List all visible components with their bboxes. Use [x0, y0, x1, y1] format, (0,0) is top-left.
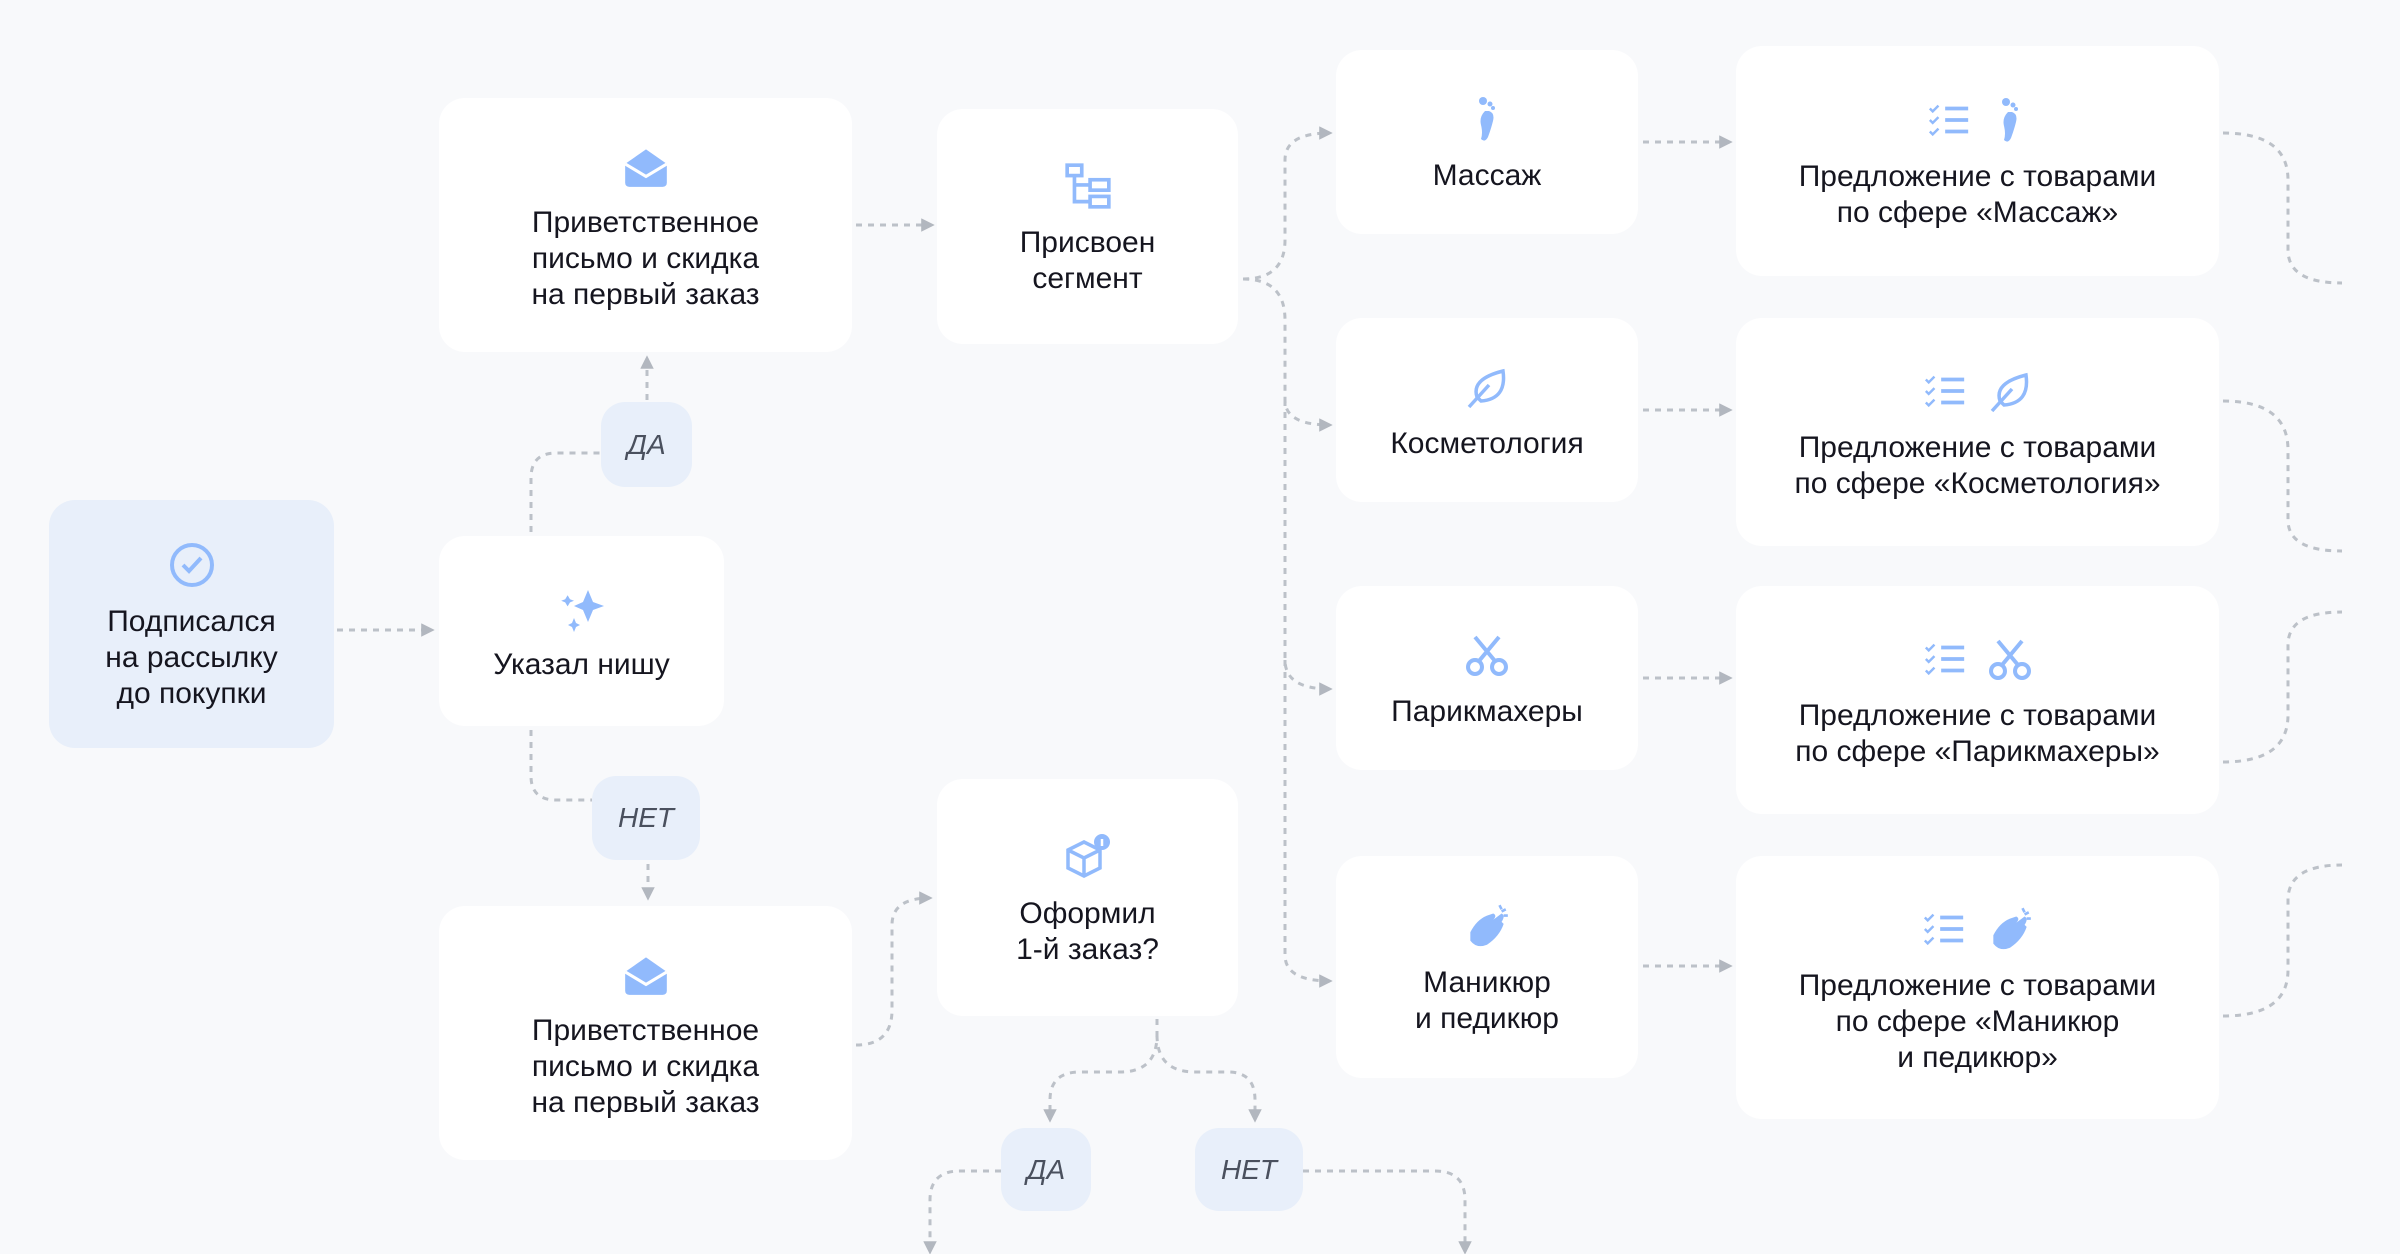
node-welcome-yes[interactable]: Приветственное письмо и скидка на первый… [439, 98, 852, 352]
node-label: Парикмахеры [1391, 695, 1583, 728]
hand-icon [1462, 897, 1512, 955]
leaf-icon [1463, 358, 1511, 416]
node-offer-manicure[interactable]: Предложение с товарами по сфере «Маникюр… [1736, 856, 2219, 1119]
checklist-icon [1923, 374, 1966, 408]
node-label: Подписался на рассылку до покупки [105, 605, 278, 710]
open-envelope-icon [621, 137, 671, 195]
foot-icon [2001, 98, 2018, 142]
node-subscribed[interactable]: Подписался на рассылку до покупки [49, 500, 334, 748]
node-label: Маникюр и педикюр [1415, 966, 1559, 1035]
foot-icon [1467, 90, 1507, 148]
node-label: Приветственное письмо и скидка на первый… [531, 1014, 760, 1119]
node-label: Приветственное письмо и скидка на первый… [531, 206, 760, 311]
node-label: Предложение с товарами по сфере «Парикма… [1795, 699, 2160, 768]
node-label: Указал нишу [493, 648, 670, 681]
no-branch-label: НЕТ [592, 776, 700, 860]
hand-icon [1991, 906, 2032, 950]
yes-branch-label: ДА [1001, 1128, 1091, 1211]
node-cosmetology[interactable]: Косметология [1336, 318, 1638, 502]
node-label: Предложение с товарами по сфере «Массаж» [1798, 160, 2157, 229]
checklist-icon [1922, 912, 1965, 945]
node-label: Предложение с товарами по сфере «Маникюр… [1798, 968, 2157, 1074]
yes-branch-label: ДА [601, 402, 692, 487]
node-label: Массаж [1432, 159, 1542, 192]
node-welcome-no[interactable]: Приветственное письмо и скидка на первый… [439, 906, 852, 1160]
sparkles-icon [558, 579, 606, 637]
node-label: Присвоен сегмент [1019, 225, 1156, 295]
node-manicure[interactable]: Маникюр и педикюр [1336, 856, 1638, 1078]
node-label: Косметология [1390, 427, 1584, 460]
node-massage[interactable]: Массаж [1336, 50, 1638, 234]
node-offer-cosmetology[interactable]: Предложение с товарами по сфере «Космето… [1736, 318, 2219, 546]
node-offer-hairdressers[interactable]: Предложение с товарами по сфере «Парикма… [1736, 586, 2219, 814]
node-hairdressers[interactable]: Парикмахеры [1336, 586, 1638, 770]
checklist-icon [1923, 642, 1966, 676]
no-branch-label: НЕТ [1195, 1128, 1303, 1211]
hierarchy-icon [1063, 157, 1113, 215]
node-niche[interactable]: Указал нишу [439, 536, 724, 726]
node-segment[interactable]: Присвоен сегмент [937, 109, 1238, 344]
scissors-icon [1463, 626, 1511, 684]
node-label: Оформил 1-й заказ? [1016, 896, 1159, 966]
checklist-icon [1927, 103, 1970, 137]
node-offer-massage[interactable]: Предложение с товарами по сфере «Массаж» [1736, 46, 2219, 276]
open-envelope-icon [621, 945, 671, 1003]
node-label: Предложение с товарами по сфере «Космето… [1794, 431, 2161, 500]
box-info-icon [1062, 828, 1114, 886]
leaf-icon [1989, 373, 2028, 413]
node-first-order[interactable]: Оформил 1-й заказ? [937, 779, 1238, 1016]
check-circle-icon [167, 536, 217, 594]
scissors-icon [1988, 639, 2031, 680]
